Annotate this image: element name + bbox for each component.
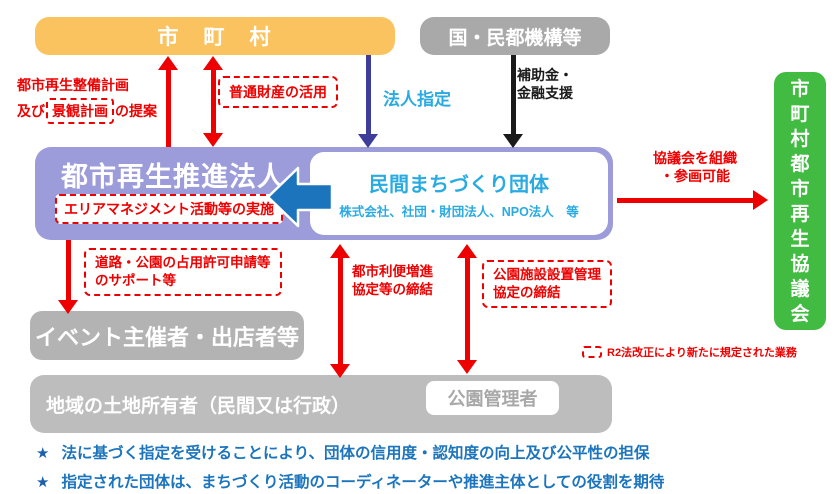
council-label: 市町村都市再生協議会 [790, 79, 810, 325]
proposal-prefix: 及び [17, 103, 45, 119]
convenience-label: 都市利便増進 協定等の締結 [352, 263, 433, 299]
dashed-box-icon [582, 346, 602, 358]
proposal-line1: 都市再生整備計画 [17, 77, 129, 93]
note-row: ★ 法に基づく指定を受けることにより、団体の信用度・認知度の向上及び公平性の担保 [36, 441, 664, 463]
landowners-box: 地域の土地所有者（民間又は行政） 公園管理者 [30, 375, 612, 433]
municipality-box: 市 町 村 [35, 17, 395, 55]
private-org-title: 民間まちづくり団体 [369, 173, 549, 196]
big-left-arrow-icon [266, 166, 334, 228]
road-support-line2: のサポート等 [95, 273, 176, 289]
municipality-label: 市 町 村 [157, 26, 273, 49]
arrow-designation-down [358, 55, 378, 148]
convenience-line2: 協定等の締結 [352, 282, 433, 298]
proposal-line2: 及び 景観計画 の提案 [17, 98, 157, 124]
park-agreement-line2: 協定の締結 [493, 285, 561, 301]
promoter-title: 都市再生推進法人 [61, 162, 285, 192]
star-icon: ★ [36, 445, 50, 462]
note-text: 指定された団体は、まちづくり活動のコーディネーターや推進主体としての役割を期待 [61, 474, 665, 491]
area-management-badge: エリアマネジメント活動等の実施 [55, 194, 283, 224]
subsidy-label: 補助金・ 金融支援 [517, 67, 573, 102]
proposal-suffix: の提案 [115, 103, 157, 119]
private-org-box: 民間まちづくり団体 株式会社、社団・財団法人、NPO法人 等 [310, 152, 608, 235]
national-org-box: 国・民都機構等 [420, 17, 610, 55]
subsidy-line1: 補助金・ [517, 67, 573, 83]
road-support-badge: 道路・公園の占用許可申請等 のサポート等 [84, 248, 282, 297]
arrow-convenience-double [330, 244, 350, 378]
park-manager-box: 公園管理者 [426, 381, 559, 415]
arrow-park-double [457, 244, 477, 374]
road-support-line1: 道路・公園の占用許可申請等 [95, 255, 271, 270]
event-hosts-box: イベント主催者・出店者等 [30, 311, 304, 360]
subsidy-line2: 金融支援 [517, 84, 573, 101]
council-org-line1: 協議会を組織 [653, 150, 737, 166]
national-org-label: 国・民都機構等 [448, 27, 582, 49]
note-row: ★ 指定された団体は、まちづくり活動のコーディネーターや推進主体としての役割を期… [36, 470, 664, 492]
council-org-label: 協議会を組織 ・参画可能 [640, 150, 750, 185]
designation-label: 法人指定 [383, 90, 451, 109]
arrow-proposal-up [158, 56, 178, 147]
legend: R2法改正により新たに規定された業務 [582, 344, 797, 360]
asset-use-badge: 普通財産の活用 [218, 76, 338, 108]
note-text: 法に基づく指定を受けることにより、団体の信用度・認知度の向上及び公平性の担保 [61, 445, 650, 462]
council-box: 市町村都市再生協議会 [774, 72, 826, 330]
proposal-label: 都市再生整備計画 及び 景観計画 の提案 [17, 75, 157, 124]
convenience-line1: 都市利便増進 [352, 264, 433, 279]
park-agreement-badge: 公園施設設置管理 協定の締結 [482, 260, 612, 309]
arrow-asset-double [203, 56, 223, 147]
council-org-line2: ・参画可能 [660, 167, 730, 184]
event-hosts-label: イベント主催者・出店者等 [34, 324, 299, 350]
star-icon: ★ [36, 474, 50, 491]
proposal-boxed-term: 景観計画 [46, 98, 114, 124]
landowners-label: 地域の土地所有者（民間又は行政） [46, 395, 351, 417]
arrow-subsidy-down [503, 55, 523, 148]
park-agreement-line1: 公園施設設置管理 [493, 267, 601, 282]
notes: ★ 法に基づく指定を受けることにより、団体の信用度・認知度の向上及び公平性の担保… [36, 441, 664, 494]
promoter-box: 都市再生推進法人 エリアマネジメント活動等の実施 民間まちづくり団体 株式会社、… [35, 147, 613, 240]
arrow-council-right [617, 190, 769, 210]
arrow-support-down [58, 240, 78, 314]
private-org-subtitle: 株式会社、社団・財団法人、NPO法人 等 [339, 204, 579, 219]
legend-text: R2法改正により新たに規定された業務 [607, 347, 797, 359]
